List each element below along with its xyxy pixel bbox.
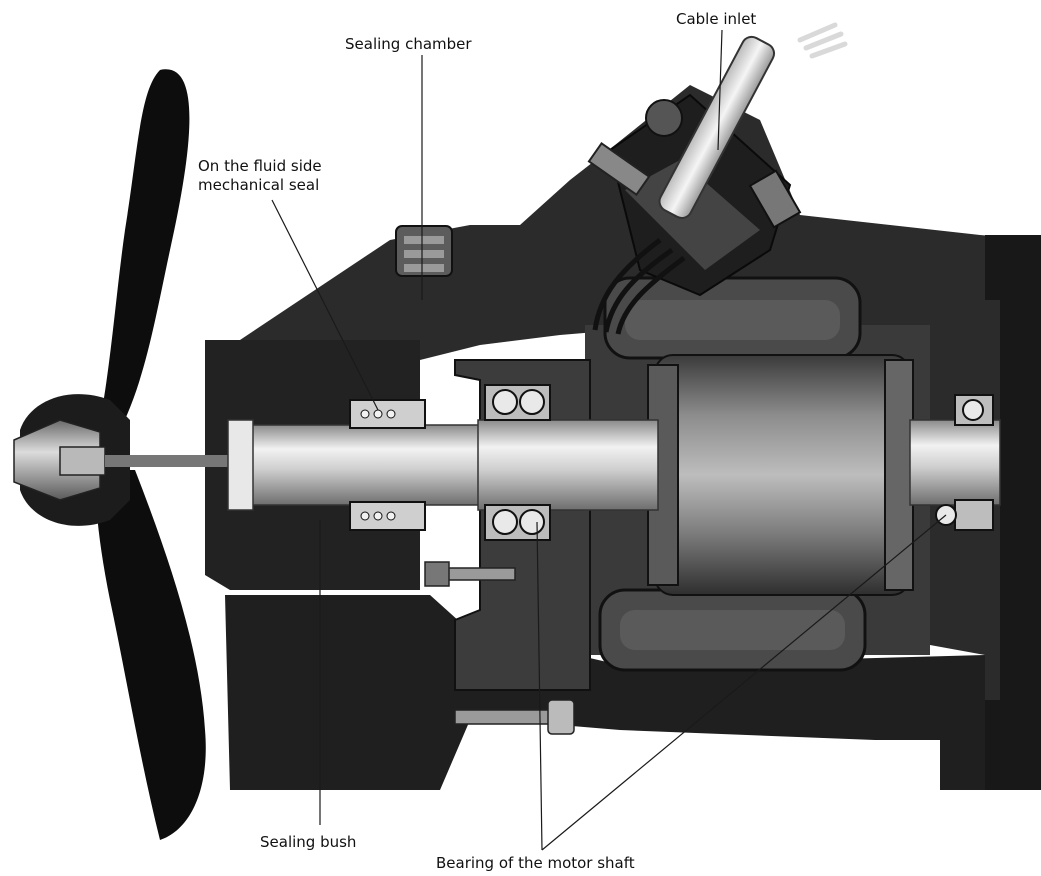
label-fluid-side-mechanical-seal: On the fluid side mechanical seal (198, 157, 322, 195)
cable-core-wires (797, 22, 848, 59)
shaft-tip-thread (105, 455, 245, 467)
housing-lower-flange (225, 595, 985, 790)
leader-bearing-rear (541, 514, 947, 851)
clamp-bolt-head (645, 99, 683, 137)
propeller (13, 69, 206, 840)
shaft-front (239, 424, 481, 506)
bearing-front (484, 384, 551, 541)
label-sealing-chamber: Sealing chamber (345, 35, 472, 53)
housing-rear-flange (985, 235, 1041, 790)
shaft-mid (477, 419, 659, 511)
propeller-blade-lower (95, 470, 206, 840)
leader-lines (271, 29, 947, 851)
label-sealing-bush: Sealing bush (260, 833, 357, 851)
hub-nut (59, 446, 106, 476)
leader-fluid-side-seal (271, 199, 379, 411)
label-fluid-side-line1: On the fluid side (198, 157, 322, 175)
bearing-rear (935, 394, 994, 531)
stator-coil-bottom-inner (620, 610, 845, 650)
cable-inlet-assembly (587, 22, 848, 335)
label-fluid-side-line2: mechanical seal (198, 176, 320, 194)
propeller-blade-upper (95, 69, 190, 446)
cable-sheath (658, 35, 776, 219)
leader-cable-inlet (717, 29, 723, 151)
shaft-rear (909, 419, 1001, 506)
stator-coil-top-inner (625, 300, 840, 340)
clamp-bolt (587, 141, 651, 197)
mechanical-seal (349, 399, 426, 531)
cable-clamp-screw (748, 169, 802, 229)
label-bearing-motor-shaft: Bearing of the motor shaft (436, 854, 635, 872)
rotor-end-ring-right (884, 359, 914, 591)
hub-nose-cap (13, 419, 101, 501)
motor-shaft (105, 419, 1001, 511)
label-cable-inlet: Cable inlet (676, 10, 757, 28)
rotor (654, 354, 911, 596)
leader-bearing-front (536, 521, 543, 851)
housing-screws (424, 561, 575, 735)
cable-leads (592, 238, 686, 335)
